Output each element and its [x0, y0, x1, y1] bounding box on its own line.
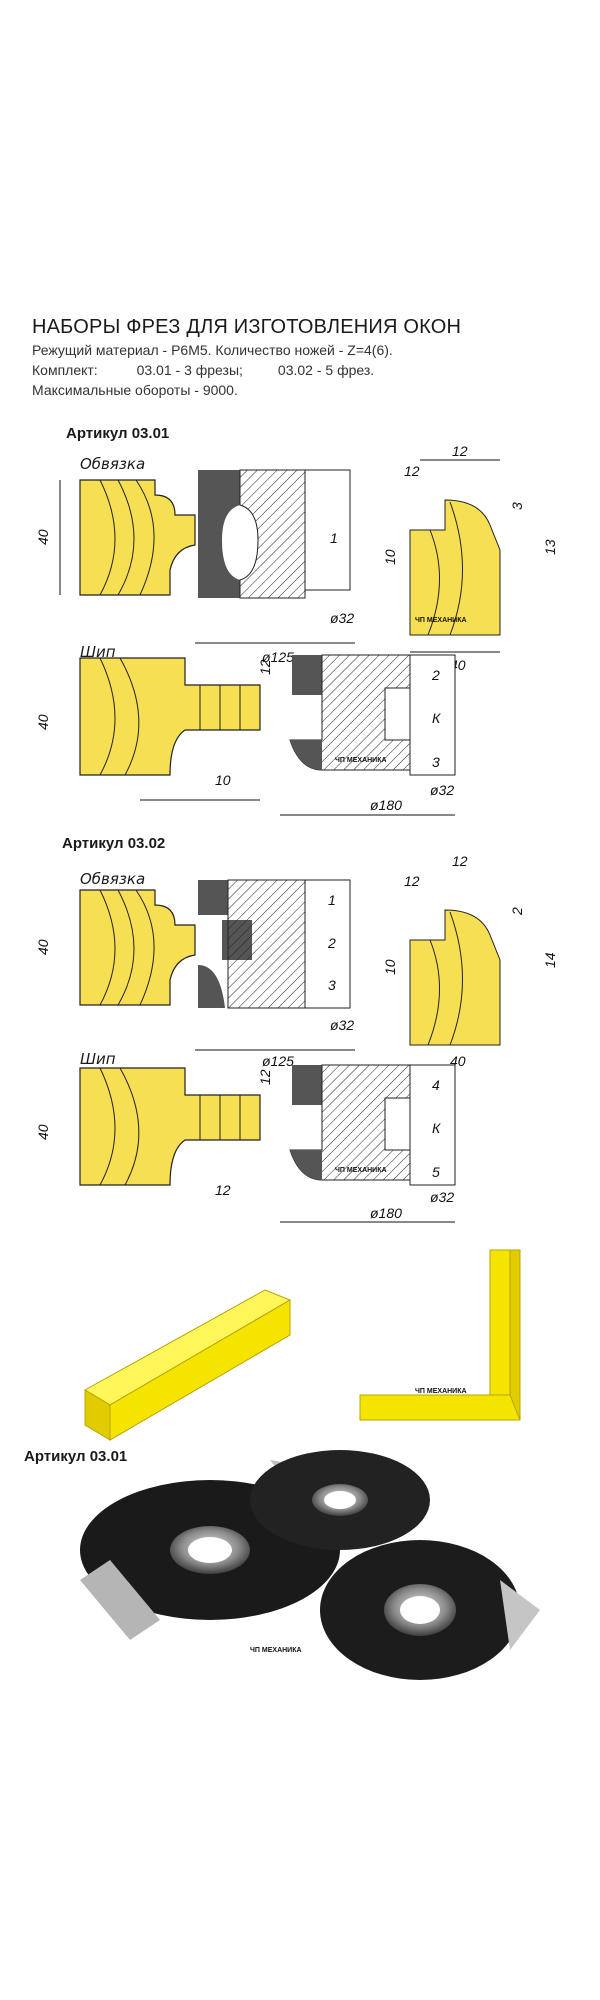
watermark-2: ЧП МЕХАНИКА	[335, 757, 387, 764]
wood-profile-ship-1	[79, 657, 261, 776]
cutter-set-1	[198, 469, 351, 599]
wood-profile-obvyazka-2	[79, 889, 196, 1006]
dim2-12-c: 12	[257, 1069, 273, 1085]
article-03-02: Артикул 03.02	[62, 835, 166, 852]
dim-13: 13	[542, 539, 558, 555]
dim2-d125: ø125	[262, 1053, 294, 1069]
article-03-01: Артикул 03.01	[66, 425, 170, 442]
dim2-2: 2	[509, 907, 525, 916]
page-title: НАБОРЫ ФРЕЗ ДЛЯ ИЗГОТОВЛЕНИЯ ОКОН	[32, 316, 462, 338]
straight-profile-3d	[84, 1289, 292, 1441]
caption-obvyazka: Обвязка	[80, 455, 146, 473]
spec-kit-a: 03.01 - 3 фрезы;	[136, 362, 243, 378]
caption-ship-2: Шип	[80, 1050, 116, 1068]
dim-d180: ø180	[370, 797, 402, 813]
dim2-12-d: 12	[215, 1182, 231, 1198]
corner-profile-3d	[359, 1249, 521, 1421]
watermark-1: ЧП МЕХАНИКА	[415, 617, 467, 624]
caption-ship: Шип	[80, 643, 116, 661]
watermark-5: ЧП МЕХАНИКА	[250, 1647, 302, 1654]
cutter-label-3: 3	[432, 754, 440, 770]
dim-12-c: 12	[257, 659, 273, 675]
dim2-d180: ø180	[370, 1205, 402, 1221]
cutter2-label-4: 4	[432, 1077, 440, 1093]
dim-d125: ø125	[262, 649, 294, 665]
dim2-40-a: 40	[35, 939, 51, 955]
spec-kit-b: 03.02 - 5 фрез.	[277, 362, 375, 378]
spec-material: Режущий материал - Р6М5. Количество ноже…	[32, 342, 393, 358]
photo-article: Артикул 03.01	[24, 1448, 128, 1465]
dim-d32-b: ø32	[430, 782, 454, 798]
drawing-03-02: 40 1 2 3 ø32 ø125 12 12 10 2 14 40 40 12…	[35, 853, 558, 1223]
spec-kit: Комплект: 03.01 - 3 фрезы; 03.02 - 5 фре…	[32, 362, 374, 378]
cutter-label-2: 2	[431, 667, 440, 683]
cutter-set-4	[289, 1064, 456, 1186]
dim2-d32-b: ø32	[430, 1189, 454, 1205]
cutter2-label-3: 3	[328, 977, 336, 993]
dim-d32-a: ø32	[330, 610, 354, 626]
cutters-photo: ЧП МЕХАНИКА	[80, 1450, 540, 1680]
dim-3: 3	[509, 502, 525, 510]
watermark-3: ЧП МЕХАНИКА	[335, 1167, 387, 1174]
cutter2-label-2: 2	[327, 935, 336, 951]
dim2-14: 14	[542, 952, 558, 968]
dim2-d32-a: ø32	[330, 1017, 354, 1033]
wood-profile-obvyazka	[79, 479, 196, 596]
dim-10-b: 10	[215, 772, 231, 788]
spec-rpm: Максимальные обороты - 9000.	[32, 382, 238, 398]
wood-profile-small-1	[409, 499, 501, 636]
dim-12-a: 12	[452, 443, 468, 459]
wood-profile-ship-2	[79, 1067, 261, 1186]
drawing-03-01: 40 1 ø32 ø125 12 12 10 3 13 40 ЧП МЕХАНИ…	[35, 443, 558, 816]
caption-obvyazka-2: Обвязка	[80, 870, 146, 888]
dim-10: 10	[382, 549, 398, 565]
dim2-40-c: 40	[35, 1124, 51, 1140]
cutter-label-k: К	[432, 710, 441, 726]
wood-profile-small-2	[409, 909, 501, 1046]
cutter2-label-5: 5	[432, 1164, 440, 1180]
dim2-10: 10	[382, 959, 398, 975]
cutter-set-2	[289, 654, 456, 776]
cutter-body-right-bottom	[320, 1540, 540, 1680]
cutter-body-right-top	[250, 1450, 430, 1550]
dim2-12-b: 12	[404, 873, 420, 889]
cutter2-label-k: К	[432, 1120, 441, 1136]
dim-40-c: 40	[35, 714, 51, 730]
dim-40-a: 40	[35, 529, 51, 545]
cutter2-label-1: 1	[328, 892, 336, 908]
profile-renders: ЧП МЕХАНИКА	[84, 1249, 521, 1441]
dim-12-b: 12	[404, 463, 420, 479]
cutter-set-3	[198, 879, 351, 1009]
cutter-label-1: 1	[330, 530, 338, 546]
spec-kit-label: Комплект:	[32, 362, 98, 378]
watermark-4: ЧП МЕХАНИКА	[415, 1388, 467, 1395]
dim2-12-a: 12	[452, 853, 468, 869]
